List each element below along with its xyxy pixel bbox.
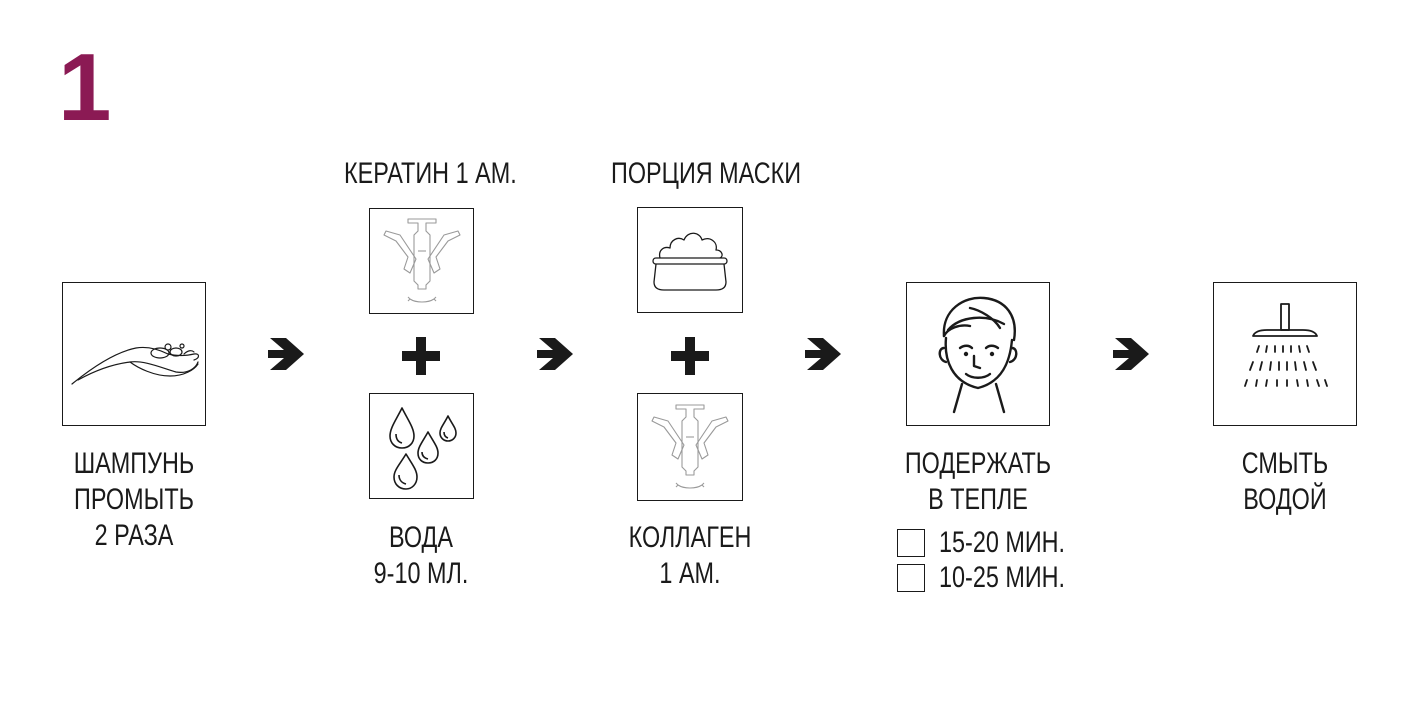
mask-box [637, 207, 743, 313]
rinse-label: СМЫТЬ ВОДОЙ [1207, 446, 1363, 518]
keratin-box [369, 208, 474, 314]
keratin-label: КЕРАТИН 1 АМ. [344, 157, 517, 190]
hold-line-1: ПОДЕРЖАТЬ [904, 447, 1052, 480]
collagen-box [637, 393, 743, 501]
cream-jar-icon [652, 232, 728, 291]
time-option-2-label: 10-25 МИН. [939, 561, 1066, 594]
hold-label: ПОДЕРЖАТЬ В ТЕПЛЕ [900, 446, 1056, 518]
water-line-1: ВОДА [389, 521, 453, 554]
shampoo-box [62, 282, 206, 426]
collagen-label: КОЛЛАГЕН 1 АМ. [612, 520, 768, 592]
water-drops-icon [388, 407, 457, 490]
towel-wrapped-head-icon [938, 296, 1018, 414]
shampoo-line-3: 2 РАЗА [94, 519, 174, 552]
time-option-1-label: 15-20 МИН. [939, 526, 1066, 559]
time-option-1[interactable]: 15-20 МИН. [897, 525, 1101, 561]
time-option-2[interactable]: 10-25 МИН. [897, 560, 1101, 596]
rinse-line-1: СМЫТЬ [1241, 447, 1329, 480]
rinse-line-2: ВОДОЙ [1243, 483, 1327, 516]
time-option-2-checkbox[interactable] [897, 564, 925, 592]
collagen-line-2: 1 АМ. [659, 557, 721, 590]
mask-label: ПОРЦИЯ МАСКИ [611, 157, 802, 190]
hold-line-2: В ТЕПЛЕ [928, 483, 1028, 516]
shower-head-icon [1244, 303, 1328, 387]
arrow-right-icon [268, 338, 304, 370]
rinse-box [1213, 282, 1357, 426]
collagen-line-1: КОЛЛАГЕН [628, 521, 752, 554]
cupped-hand-foam-icon [71, 343, 200, 385]
ampoule-icon [651, 404, 729, 489]
step-number: 1 [58, 34, 112, 141]
water-label: ВОДА 9-10 МЛ. [343, 520, 499, 592]
water-box [369, 393, 474, 499]
hold-box [906, 282, 1050, 426]
arrow-right-icon [537, 338, 573, 370]
shampoo-label: ШАМПУНЬ ПРОМЫТЬ 2 РАЗА [56, 446, 212, 554]
plus-icon [402, 337, 440, 375]
shampoo-line-1: ШАМПУНЬ [73, 447, 195, 480]
arrow-right-icon [1113, 338, 1149, 370]
plus-icon [671, 337, 709, 375]
time-option-1-checkbox[interactable] [897, 529, 925, 557]
water-line-2: 9-10 МЛ. [373, 557, 469, 590]
ampoule-icon [382, 218, 461, 303]
arrow-right-icon [805, 338, 841, 370]
shampoo-line-2: ПРОМЫТЬ [74, 483, 194, 516]
